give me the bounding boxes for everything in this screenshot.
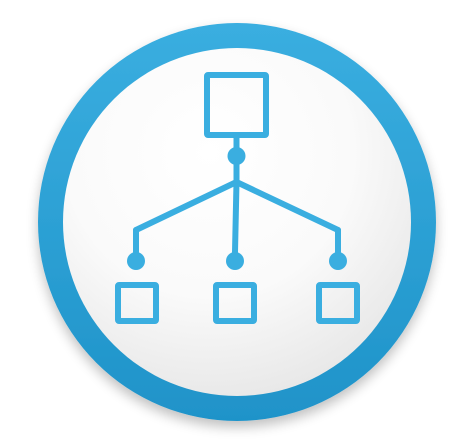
child-box-left	[115, 282, 159, 324]
child-dot-right	[329, 252, 347, 270]
child-box-center	[213, 282, 257, 324]
child-dot-left	[127, 252, 145, 270]
branch-right	[233, 179, 341, 233]
hub-dot	[227, 147, 246, 165]
child-box-right	[316, 282, 360, 324]
branch-center	[232, 179, 240, 255]
child-dot-center	[226, 252, 244, 270]
org-chart-diagram	[115, 72, 360, 324]
branch-left	[133, 179, 240, 233]
